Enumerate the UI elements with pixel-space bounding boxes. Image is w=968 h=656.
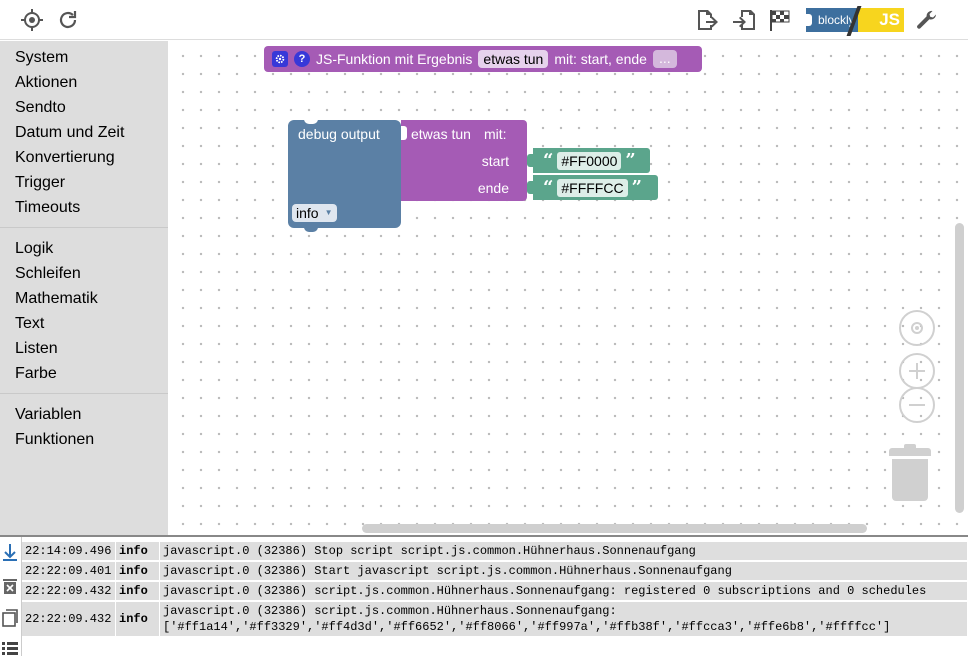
arg-ende-label: ende [477,180,509,196]
block-notch [304,119,318,124]
open-quote-icon: “ [543,149,554,171]
function-name-field[interactable]: etwas tun [478,50,549,68]
log-time: 22:22:09.401 [22,562,116,580]
js-mode-label: JS [858,8,904,32]
log-time: 22:22:09.432 [22,602,116,636]
function-params-label: mit: start, ende [554,51,647,67]
debug-output-block[interactable]: debug output info ▼ [288,119,401,232]
checkered-flag-icon[interactable] [767,7,793,33]
category-logik[interactable]: Logik [15,240,54,257]
log-message: javascript.0 (32386) Start javascript sc… [160,562,968,580]
input-socket [401,126,407,140]
text-value-field[interactable]: #FF0000 [557,151,622,170]
recenter-icon[interactable] [899,310,935,346]
log-message: javascript.0 (32386) Stop script script.… [160,542,968,560]
debug-output-label: debug output [298,126,380,142]
function-call-name: etwas tun [411,126,471,142]
category-mathematik[interactable]: Mathematik [15,290,98,307]
export-icon[interactable] [694,7,720,33]
log-message: javascript.0 (32386) script.js.common.Hü… [160,602,968,636]
category-konvertierung[interactable]: Konvertierung [15,149,115,166]
function-definition-block[interactable]: ? JS-Funktion mit Ergebnis etwas tun mit… [264,46,702,72]
category-sendto[interactable]: Sendto [15,99,66,116]
category-system[interactable]: System [15,49,69,66]
block-notch [304,227,318,232]
vertical-scrollbar[interactable] [955,223,964,513]
log-level-dropdown[interactable]: info ▼ [292,204,337,222]
log-level: info [116,542,160,560]
log-table: 22:14:09.496 info javascript.0 (32386) S… [22,540,968,638]
category-variablen[interactable]: Variablen [15,406,82,423]
category-text[interactable]: Text [15,315,45,332]
dropdown-arrow-icon: ▼ [324,208,333,217]
category-timeouts[interactable]: Timeouts [15,199,81,216]
trash-icon[interactable] [889,444,931,501]
close-quote-icon: ” [631,176,642,198]
open-quote-icon: “ [543,176,554,198]
gear-icon[interactable] [272,51,288,67]
function-call-block[interactable]: etwas tun mit: start ende [401,120,527,201]
function-definition-label: JS-Funktion mit Ergebnis [316,51,473,67]
text-value-field[interactable]: #FFFFCC [557,178,628,197]
close-quote-icon: ” [625,149,636,171]
log-time: 22:14:09.496 [22,542,116,560]
function-call-mit-label: mit: [484,126,507,142]
refresh-icon[interactable] [55,7,81,33]
category-trigger[interactable]: Trigger [15,174,66,191]
trash-can [892,459,928,501]
trash-lid [889,444,931,456]
wrench-icon[interactable] [914,7,940,33]
log-level: info [116,562,160,580]
text-block-start[interactable]: “ #FF0000 ” [527,148,650,173]
locate-icon[interactable] [19,7,45,33]
log-row: 22:22:09.432 info javascript.0 (32386) s… [22,582,968,600]
category-aktionen[interactable]: Aktionen [15,74,78,91]
category-funktionen[interactable]: Funktionen [15,431,95,448]
function-code-button[interactable]: ... [652,50,677,68]
list-icon[interactable] [1,639,19,656]
toolbar: blockly JS [0,0,968,40]
zoom-out-icon[interactable] [899,387,935,423]
text-block-ende[interactable]: “ #FFFFCC ” [527,175,658,200]
category-separator [0,220,168,228]
log-panel: 22:14:09.496 info javascript.0 (32386) S… [0,535,968,656]
log-message: javascript.0 (32386) script.js.common.Hü… [160,582,968,600]
toolbox-sidebar: System Aktionen Sendto Datum und Zeit Ko… [0,41,168,535]
category-datum-und-zeit[interactable]: Datum und Zeit [15,124,125,141]
log-level-value: info [296,205,319,221]
log-row: 22:14:09.496 info javascript.0 (32386) S… [22,542,968,560]
log-row: 22:22:09.432 info javascript.0 (32386) s… [22,602,968,636]
category-listen[interactable]: Listen [15,340,58,357]
category-schleifen[interactable]: Schleifen [15,265,81,282]
horizontal-scrollbar[interactable] [362,524,867,533]
blockly-js-mode-toggle[interactable]: blockly JS [806,6,904,36]
category-farbe[interactable]: Farbe [15,365,57,382]
help-icon[interactable]: ? [294,51,310,67]
clear-log-icon[interactable] [1,577,19,595]
copy-log-icon[interactable] [1,609,19,627]
log-level: info [116,602,160,636]
import-icon[interactable] [731,7,757,33]
log-level: info [116,582,160,600]
zoom-in-icon[interactable] [899,353,935,389]
arg-start-label: start [481,153,509,169]
category-separator [0,386,168,394]
blockly-workspace[interactable]: ? JS-Funktion mit Ergebnis etwas tun mit… [168,41,968,535]
scroll-down-icon[interactable] [1,543,19,561]
log-row: 22:22:09.401 info javascript.0 (32386) S… [22,562,968,580]
log-toolbar [0,537,22,656]
log-time: 22:22:09.432 [22,582,116,600]
